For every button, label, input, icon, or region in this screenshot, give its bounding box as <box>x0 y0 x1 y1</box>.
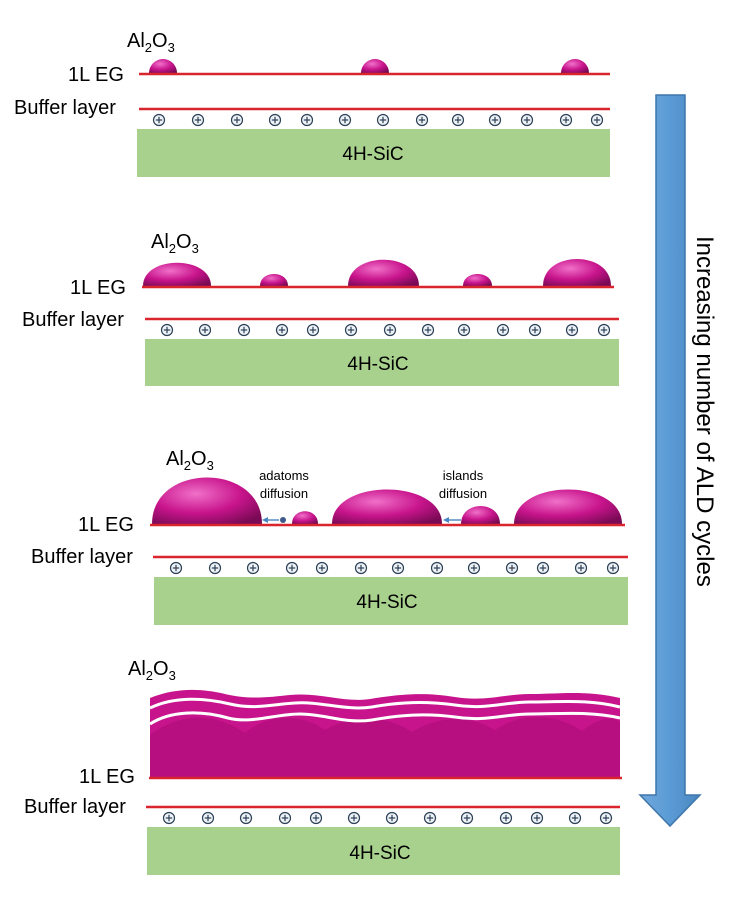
al2o3-island <box>514 489 622 524</box>
sic-label: 4H-SiC <box>349 843 410 864</box>
al2o3-island <box>461 506 500 524</box>
graphene-label: 1L EG <box>78 514 134 536</box>
graphene-label: 1L EG <box>70 277 126 299</box>
al2o3-island <box>292 511 318 524</box>
islands-diffusion-label: islands <box>443 468 484 483</box>
sic-substrate <box>147 827 620 875</box>
al2o3-continuous-film <box>149 689 621 777</box>
charge-row <box>160 323 611 337</box>
ald-cycles-arrow: Increasing number of ALD cycles <box>638 94 718 828</box>
al2o3-island <box>143 262 211 286</box>
charge-row <box>169 561 620 575</box>
sic-label: 4H-SiC <box>347 354 408 375</box>
al2o3-label: Al2O3 <box>151 231 199 256</box>
buffer-label: Buffer layer <box>24 796 126 818</box>
al2o3-island <box>260 274 288 286</box>
islands-diffusion-label: diffusion <box>439 486 487 501</box>
panel-2: Al2O3 1L EG Buffer layer 4H-SiC <box>22 231 619 386</box>
sic-label: 4H-SiC <box>342 144 403 165</box>
buffer-label: Buffer layer <box>22 309 124 331</box>
sic-label: 4H-SiC <box>356 592 417 613</box>
al2o3-island <box>561 59 589 73</box>
al2o3-island <box>149 59 177 73</box>
island-arrow-icon <box>443 517 461 523</box>
adatom-arrow-icon <box>262 517 286 523</box>
al2o3-label: Al2O3 <box>166 448 214 473</box>
al2o3-island <box>332 489 442 524</box>
sic-substrate <box>137 129 610 177</box>
arrow-label: Increasing number of ALD cycles <box>691 236 718 587</box>
sic-substrate <box>154 577 628 625</box>
adatoms-diffusion-label: diffusion <box>260 486 308 501</box>
panel-3: Al2O3 adatoms diffusion islands diffusio… <box>31 448 628 625</box>
panel-4: Al2O3 1L EG Buffer layer 4H-SiC <box>24 658 622 875</box>
buffer-label: Buffer layer <box>14 97 116 119</box>
buffer-label: Buffer layer <box>31 546 133 568</box>
charge-row <box>152 113 604 127</box>
graphene-label: 1L EG <box>68 64 124 86</box>
al2o3-island <box>152 477 262 524</box>
down-arrow-icon <box>638 94 702 828</box>
graphene-label: 1L EG <box>79 766 135 788</box>
charge-row <box>162 811 613 825</box>
al2o3-island <box>348 259 419 286</box>
sic-substrate <box>145 339 619 386</box>
al2o3-island <box>361 59 389 73</box>
al2o3-label: Al2O3 <box>128 658 176 683</box>
al2o3-island <box>543 259 611 286</box>
adatoms-diffusion-label: adatoms <box>259 468 309 483</box>
al2o3-label: Al2O3 <box>127 30 175 55</box>
al2o3-island <box>463 274 492 286</box>
panel-1: Al2O3 1L EG Buffer layer 4H-SiC <box>14 30 610 177</box>
